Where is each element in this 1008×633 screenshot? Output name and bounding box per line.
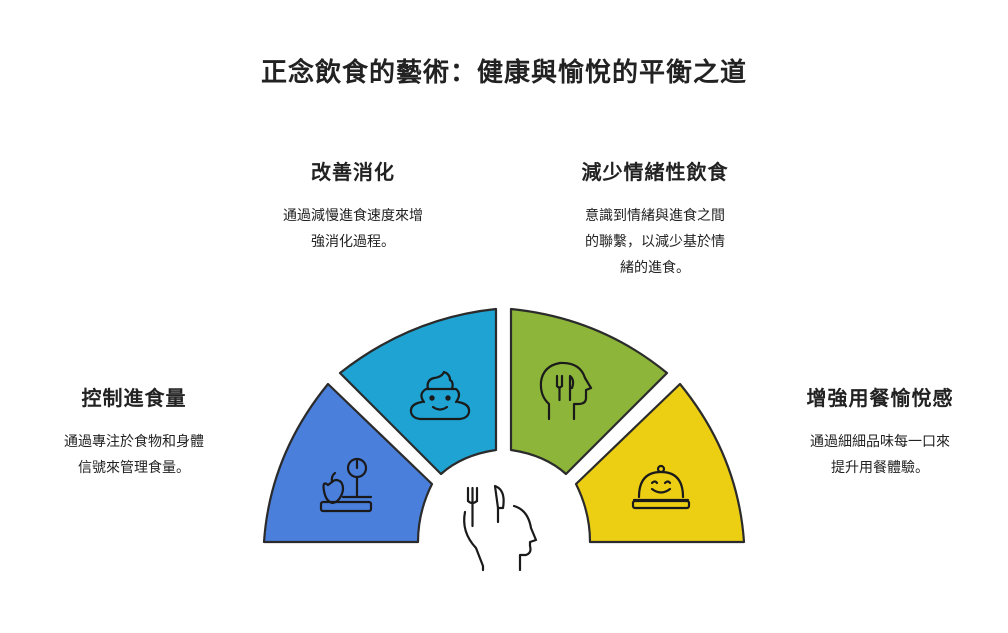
description-emotional-eating: 意識到情緒與進食之間 的聯繫，以減少基於情 緒的進食。 (550, 203, 760, 281)
description-line: 信號來管理食量。 (78, 460, 190, 476)
heading-meal-enjoyment: 增強用餐愉悅感 (806, 386, 954, 410)
smiling-food-cloche-icon (631, 464, 691, 510)
description-line: 緒的進食。 (620, 260, 690, 276)
description-line: 通過減慢進食速度來增 (283, 208, 423, 224)
segment-meal-enjoyment (574, 382, 746, 544)
text-block-meal-enjoyment: 增強用餐愉悅感 通過細細品味每一口來 提升用餐體驗。 (772, 382, 988, 481)
segment-portion-control (262, 382, 434, 544)
description-line: 強消化過程。 (311, 234, 395, 250)
central-head-fork-knife-icon (463, 484, 538, 572)
description-line: 的聯繫，以減少基於情 (585, 234, 725, 250)
description-line: 意識到情緒與進食之間 (585, 208, 725, 224)
description-line: 通過專注於食物和身體 (64, 434, 204, 450)
text-block-portion-control: 控制進食量 通過專注於食物和身體 信號來管理食量。 (20, 382, 248, 481)
page-title: 正念飲食的藝術：健康與愉悅的平衡之道 (260, 58, 747, 88)
heading-portion-control: 控制進食量 (81, 386, 187, 410)
description-portion-control: 通過專注於食物和身體 信號來管理食量。 (20, 429, 248, 481)
heading-digestion: 改善消化 (311, 160, 395, 184)
segment-digestion (338, 307, 498, 476)
text-block-emotional-eating: 減少情緒性飲食 意識到情緒與進食之間 的聯繫，以減少基於情 緒的進食。 (550, 156, 760, 281)
text-block-digestion: 改善消化 通過減慢進食速度來增 強消化過程。 (248, 156, 458, 255)
head-fork-knife-icon (539, 361, 593, 421)
apple-scale-icon (319, 457, 373, 513)
segment-emotional-eating (509, 307, 669, 476)
description-line: 通過細細品味每一口來 (810, 434, 950, 450)
heading-emotional-eating: 減少情緒性飲食 (581, 160, 729, 184)
description-meal-enjoyment: 通過細細品味每一口來 提升用餐體驗。 (772, 429, 988, 481)
smiling-poop-icon (409, 370, 471, 421)
description-line: 提升用餐體驗。 (831, 460, 929, 476)
description-digestion: 通過減慢進食速度來增 強消化過程。 (248, 203, 458, 255)
